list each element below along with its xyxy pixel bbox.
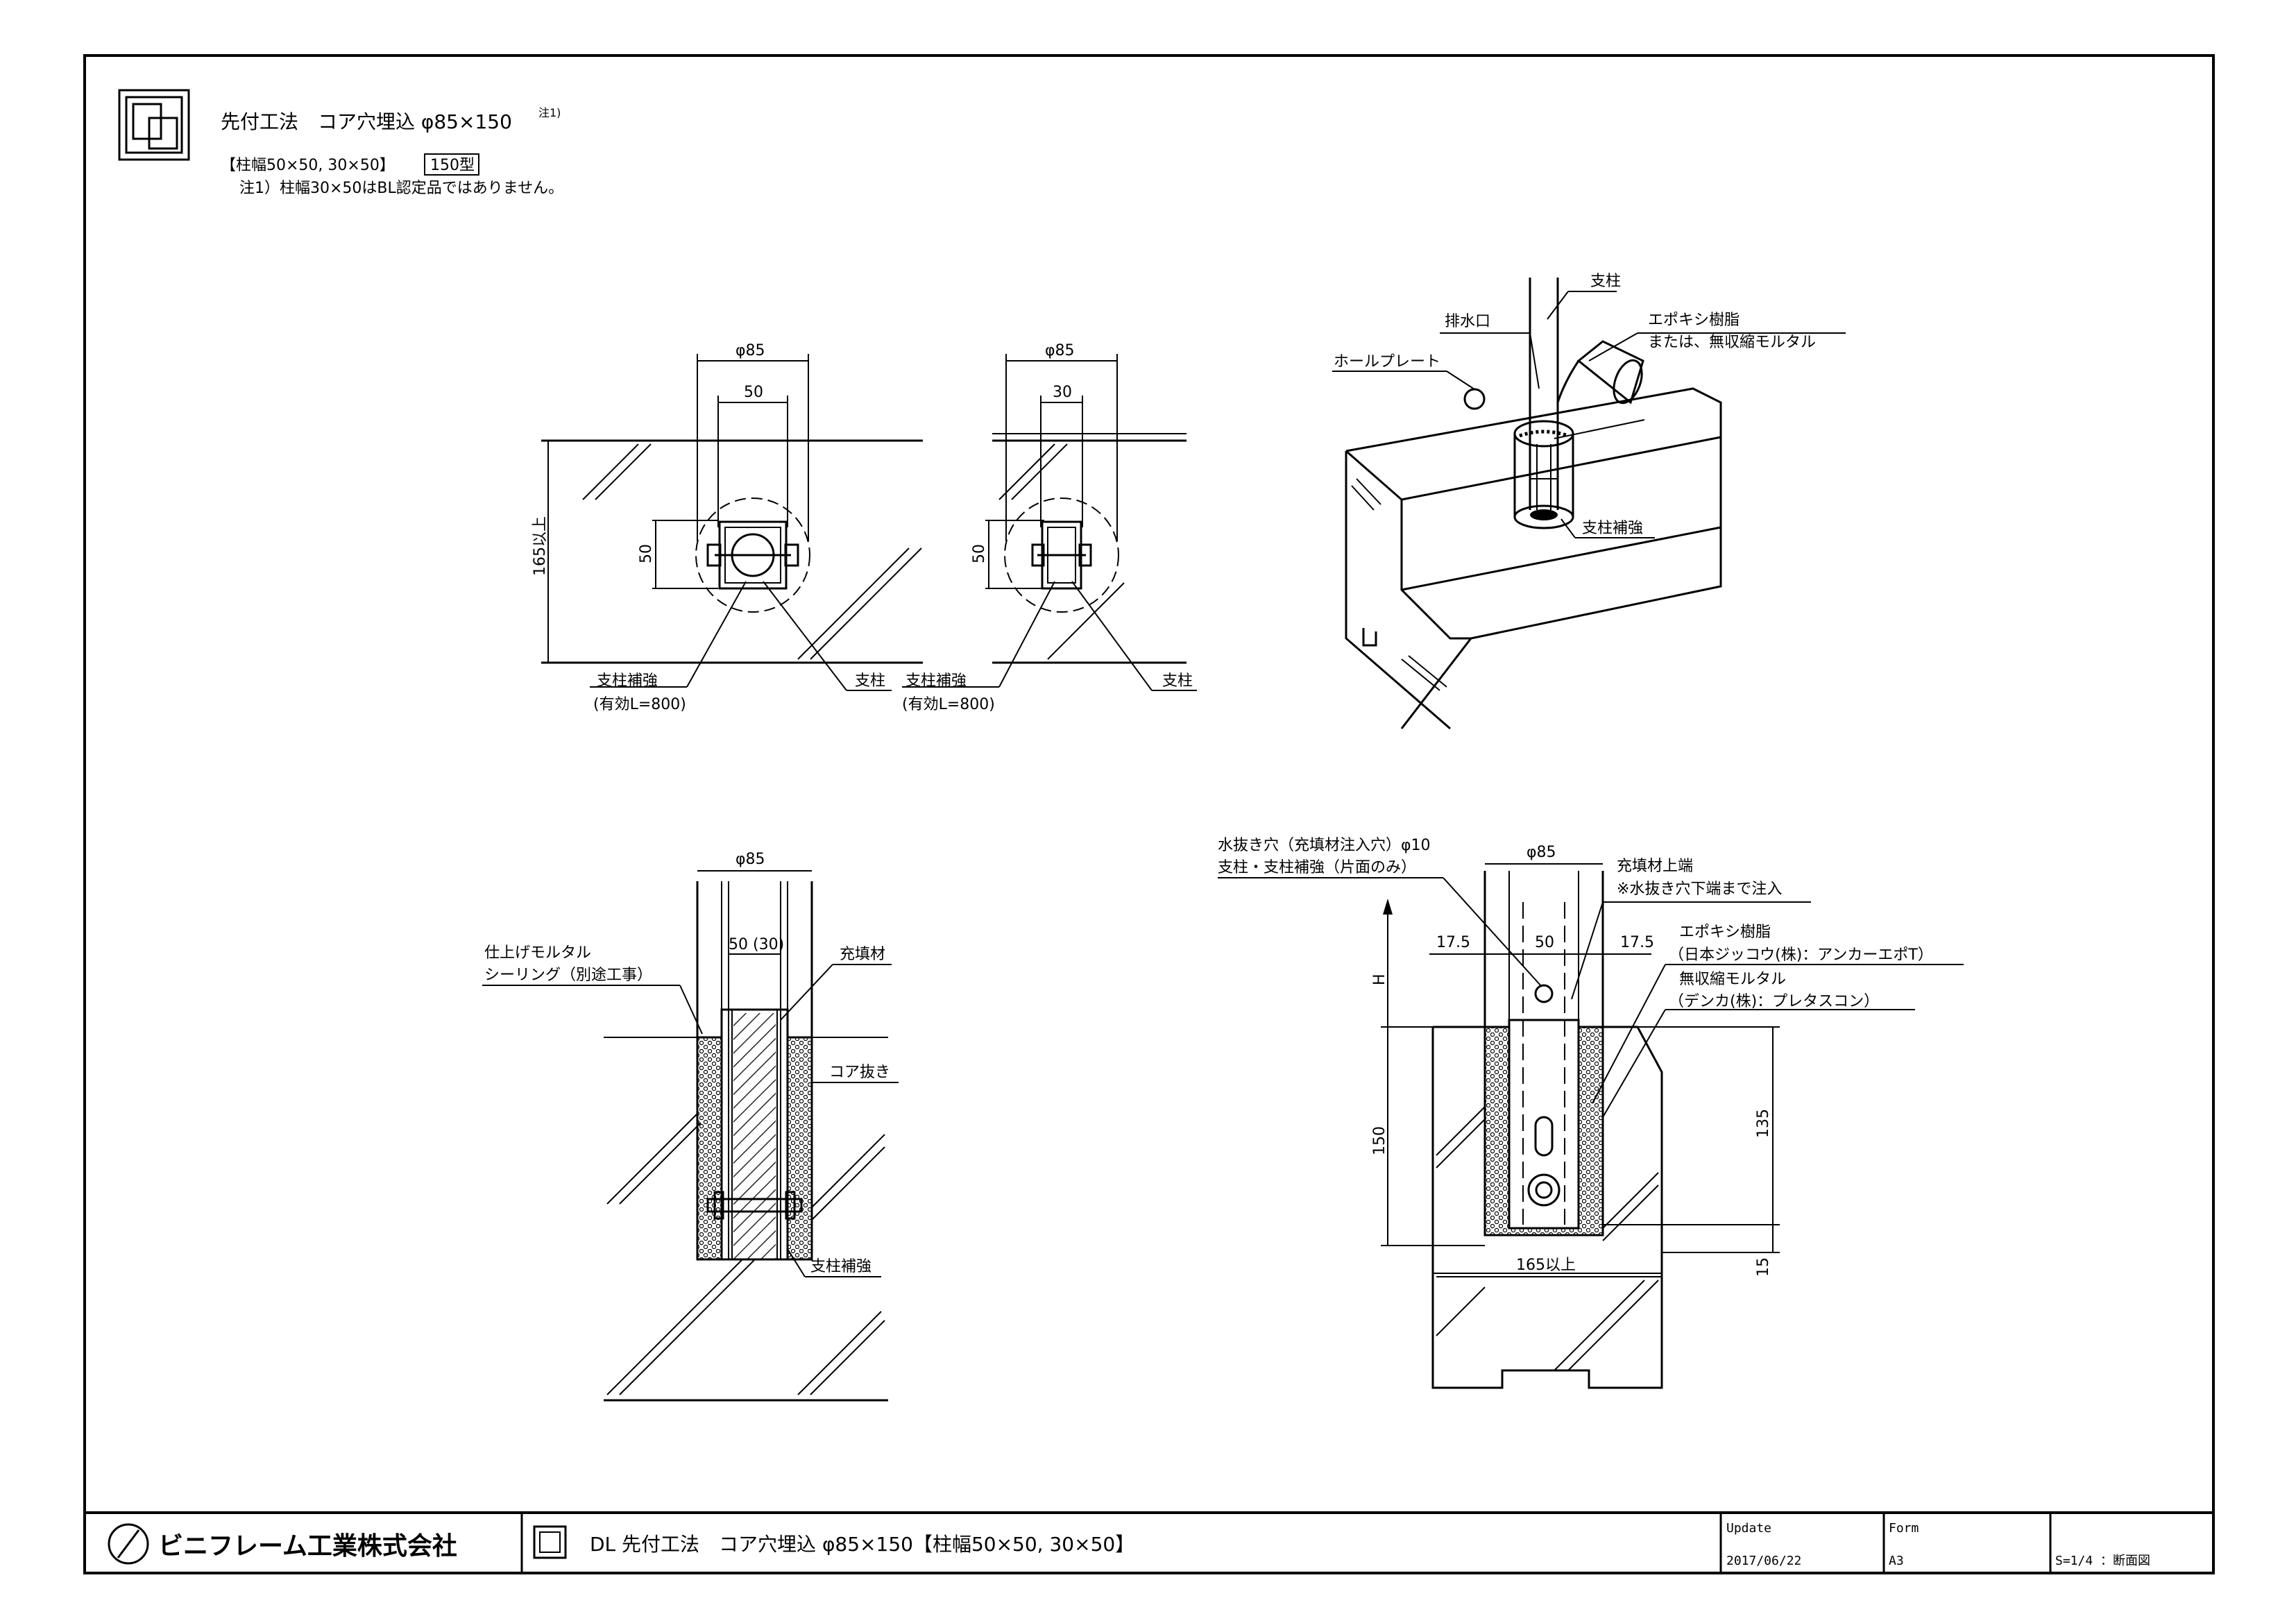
plan-view-left: 165以上 φ85 50 50 支柱補強 (有効L=800) 支柱 xyxy=(532,342,923,713)
label-drain: 排水口 xyxy=(1445,313,1490,330)
label-epoxy: エポキシ樹脂 xyxy=(1648,312,1740,329)
dim-side: 50 xyxy=(971,544,988,563)
dim-depth: 165以上 xyxy=(532,516,549,576)
sheet-scale: S=1/4 ：断面図 xyxy=(2055,1554,2150,1568)
dim-mid: 50 xyxy=(1535,934,1554,951)
label-post: 支柱 xyxy=(1590,273,1621,290)
dim-side: 50 xyxy=(638,544,655,563)
dim-15: 15 xyxy=(1755,1257,1772,1277)
label-mortar: 無収縮モルタル xyxy=(1679,971,1786,988)
label-core: コア抜き xyxy=(829,1064,890,1081)
dim-outer: φ85 xyxy=(1527,844,1556,861)
dim-right: 17.5 xyxy=(1620,934,1654,951)
lb-logo-icon xyxy=(533,1525,567,1559)
dim-150: 150 xyxy=(1371,1126,1388,1155)
label-filler-top-sub: ※水抜き穴下端まで注入 xyxy=(1617,881,1782,898)
label-epoxy: エポキシ樹脂 xyxy=(1679,924,1771,941)
dim-135: 135 xyxy=(1755,1109,1772,1138)
dim-inner: 50 xyxy=(744,384,763,401)
isometric-view: 支柱 排水口 エポキシ樹脂 または、無収縮モルタル ホールプレート 支柱補強 xyxy=(1332,273,1846,730)
label-reinforce: 支柱補強 xyxy=(810,1258,871,1275)
label-reinforce: 支柱補強 xyxy=(1582,520,1643,537)
label-sealing: シーリング（別途工事） xyxy=(484,967,652,984)
title-block: ビニフレーム工業株式会社 DL 先付工法 コア穴埋込 φ85×150【柱幅50×… xyxy=(108,1513,2150,1573)
sheet-border xyxy=(83,54,2215,1574)
dim-outer: φ85 xyxy=(735,851,765,868)
label-filler-top: 充填材上端 xyxy=(1617,858,1693,875)
header-logo xyxy=(118,89,190,161)
label-finish: 仕上げモルタル xyxy=(484,944,591,962)
dim-inner: 30 xyxy=(1053,384,1072,401)
label-mortar-sub: （デンカ(株)：プレタスコン） xyxy=(1669,993,1879,1010)
dim-inner: 50 (30) xyxy=(729,936,784,953)
label-epoxy-alt: または、無収縮モルタル xyxy=(1648,334,1816,351)
label-drain-hole-sub: 支柱・支柱補強（片面のみ） xyxy=(1218,859,1416,876)
dim-outer: φ85 xyxy=(735,342,765,359)
section-view-right: φ85 17.5 50 17.5 H 150 135 15 165以上 水抜き穴… xyxy=(1218,837,1964,1389)
label-post: 支柱 xyxy=(855,672,885,690)
form-value: A3 xyxy=(1889,1554,1904,1568)
type-badge: 150型 xyxy=(430,157,475,174)
type-badge-box xyxy=(424,153,479,176)
label-filler: 充填材 xyxy=(840,946,885,963)
label-reinforce: 支柱補強 xyxy=(905,672,967,690)
label-drain-hole: 水抜き穴（充填材注入穴）φ10 xyxy=(1218,837,1431,854)
label-epoxy-sub: （日本ジッコウ(株)：アンカーエポT） xyxy=(1669,946,1933,964)
header-note: 注1）柱幅30×50はBL認定品ではありません。 xyxy=(239,180,563,197)
plan-view-right: φ85 30 50 支柱補強 (有効L=800) 支柱 xyxy=(902,342,1197,713)
dim-outer: φ85 xyxy=(1045,342,1075,359)
update-value: 2017/06/22 xyxy=(1726,1554,1801,1568)
dim-h: H xyxy=(1371,974,1388,985)
label-reinforce-sub: (有効L=800) xyxy=(593,696,686,713)
form-label: Form xyxy=(1889,1521,1919,1536)
update-label: Update xyxy=(1726,1521,1771,1536)
label-reinforce-sub: (有効L=800) xyxy=(902,696,995,713)
dim-left: 17.5 xyxy=(1436,934,1470,951)
label-post: 支柱 xyxy=(1162,672,1193,690)
header-title-note: 注1) xyxy=(538,106,561,119)
label-reinforce: 支柱補強 xyxy=(597,672,658,690)
dim-bottom: 165以上 xyxy=(1516,1257,1576,1274)
label-hole-plate: ホールプレート xyxy=(1334,353,1440,371)
header-spec: 【柱幅50×50, 30×50】 xyxy=(221,157,395,174)
section-view-left: φ85 50 (30) 仕上げモルタル シーリング（別途工事） 充填材 コア抜き… xyxy=(482,851,899,1402)
company-name: ビニフレーム工業株式会社 xyxy=(158,1532,457,1561)
header-title: 先付工法 コア穴埋込 φ85×150 xyxy=(221,110,512,133)
company-logo-icon xyxy=(108,1523,149,1565)
drawing-title: DL 先付工法 コア穴埋込 φ85×150【柱幅50×50, 30×50】 xyxy=(590,1533,1134,1556)
